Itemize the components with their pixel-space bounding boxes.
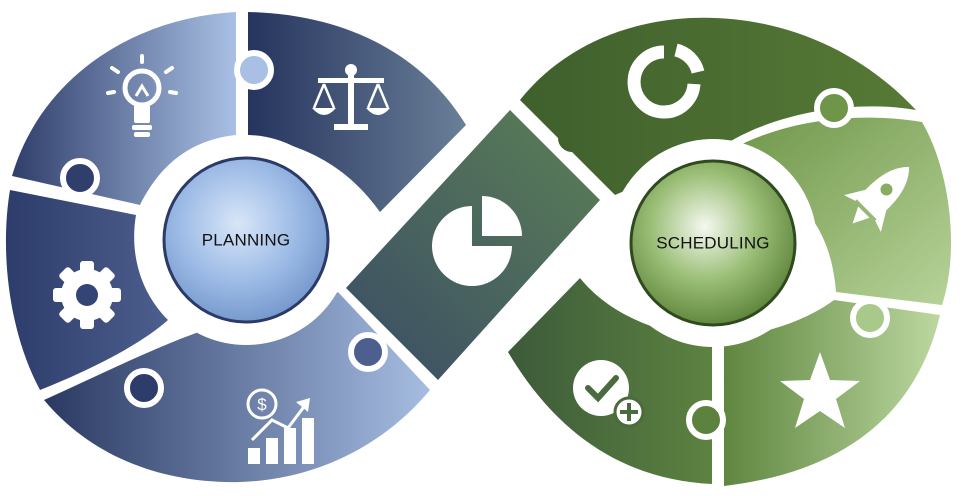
svg-text:$: $ bbox=[257, 395, 267, 414]
dollar-growth-chart-icon: $ bbox=[246, 388, 314, 464]
segment-rocket bbox=[730, 117, 952, 305]
check-plus-icon bbox=[573, 360, 645, 428]
segment-scales bbox=[248, 12, 466, 212]
donut-chart-icon bbox=[627, 43, 705, 119]
segment-donut bbox=[520, 17, 916, 196]
segment-lightbulb bbox=[12, 12, 236, 205]
scales-icon bbox=[312, 64, 390, 130]
planning-hub: PLANNING bbox=[162, 156, 330, 324]
planning-label: PLANNING bbox=[202, 230, 291, 249]
lightbulb-icon bbox=[106, 54, 178, 137]
star-icon bbox=[780, 352, 860, 428]
segment-growth bbox=[44, 292, 430, 483]
pie-chart-icon bbox=[432, 196, 522, 286]
scheduling-hub: SCHEDULING bbox=[629, 159, 797, 327]
scheduling-label: SCHEDULING bbox=[656, 233, 769, 252]
segment-center-pie bbox=[346, 110, 600, 380]
gear-icon bbox=[53, 261, 121, 329]
